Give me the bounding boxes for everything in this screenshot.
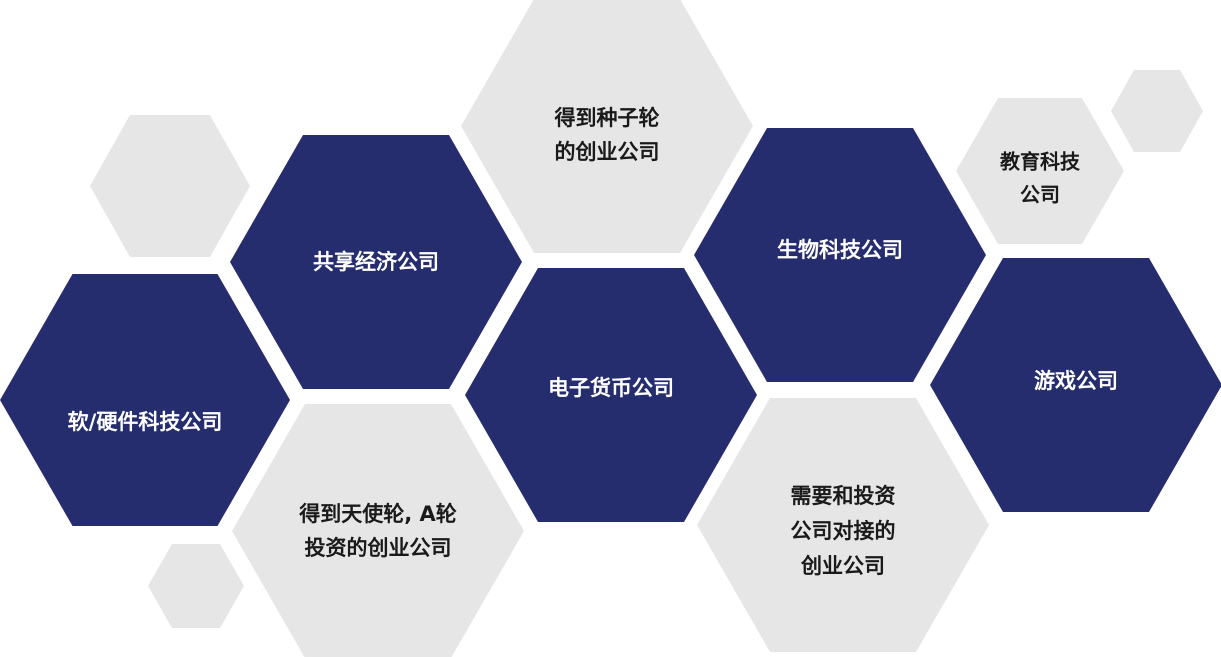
hexagon-sharing-economy: 共享经济公司 [230,135,522,389]
hexagon-label: 游戏公司 [1034,369,1118,393]
hexagon-shape [694,128,986,382]
hexagon-label: 需要和投资 [791,484,896,508]
hexagon-label: 共享经济公司 [313,250,439,274]
hexagon-gaming: 游戏公司 [930,258,1221,512]
hexagon-shape [90,115,250,257]
hexagon-label: 的创业公司 [555,140,660,164]
hexagon-label: 创业公司 [800,554,885,578]
hexagon-crypto: 电子货币公司 [465,268,757,522]
hexagon-decor-left-bottom [148,544,244,628]
hexagon-shape [465,268,757,522]
hexagon-label: 软/硬件科技公司 [68,410,223,434]
hexagon-label: 公司 [1020,183,1060,207]
hexagon-shape [1111,70,1203,152]
hexagon-shape [0,274,290,526]
hexagon-shape [148,544,244,628]
hexagon-shape [930,258,1221,512]
hexagon-shape [697,398,989,652]
hexagon-software-hardware: 软/硬件科技公司 [0,274,290,526]
hexagon-label: 公司对接的 [791,519,896,543]
hexagon-label: 电子货币公司 [548,376,674,400]
hexagon-label: 生物科技公司 [777,238,903,262]
hexagon-label: 得到种子轮 [554,106,660,130]
hexagon-decor-left-top [90,115,250,257]
hexagon-label: 教育科技 [1000,150,1081,174]
hexagon-shape [232,404,524,657]
hexagon-shape [956,98,1124,244]
hexagon-shape [461,0,753,253]
hexagon-shape [230,135,522,389]
hexagon-decor-right-top [1111,70,1203,152]
hexagon-label: 投资的创业公司 [305,536,452,560]
hexagon-biotech: 生物科技公司 [694,128,986,382]
hexagon-label: 得到天使轮, A轮 [298,502,457,526]
